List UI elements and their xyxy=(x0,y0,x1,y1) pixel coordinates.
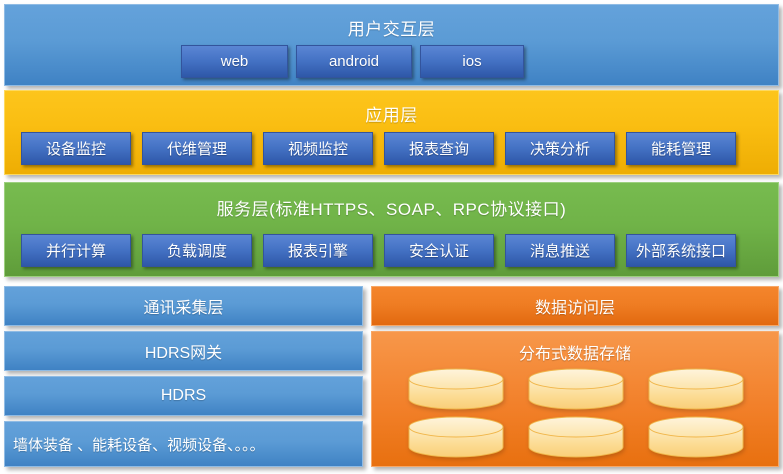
database-cylinder-group xyxy=(648,368,744,460)
node-message-push[interactable]: 消息推送 xyxy=(505,234,615,267)
database-cylinder-icon xyxy=(648,368,744,410)
node-report-query[interactable]: 报表查询 xyxy=(384,132,494,165)
database-cylinder-icon xyxy=(528,368,624,410)
layer-application: 应用层 设备监控 代维管理 视频监控 报表查询 决策分析 能耗管理 xyxy=(4,90,779,175)
node-load-scheduling[interactable]: 负载调度 xyxy=(142,234,252,267)
database-cylinder-icon xyxy=(648,416,744,458)
layer-service: 服务层(标准HTTPS、SOAP、RPC协议接口) 并行计算 负载调度 报表引擎… xyxy=(4,182,779,277)
node-external-system-interface[interactable]: 外部系统接口 xyxy=(626,234,736,267)
layer-user-interaction-title: 用户交互层 xyxy=(347,20,436,39)
bar-communication-collection-layer[interactable]: 通讯采集层 xyxy=(4,286,363,326)
layer-service-title: 服务层(标准HTTPS、SOAP、RPC协议接口) xyxy=(216,200,567,219)
node-web[interactable]: web xyxy=(181,45,288,78)
node-security-authentication[interactable]: 安全认证 xyxy=(384,234,494,267)
node-ios[interactable]: ios xyxy=(420,45,524,78)
bar-data-access-layer[interactable]: 数据访问层 xyxy=(371,286,779,326)
node-maintenance-management[interactable]: 代维管理 xyxy=(142,132,252,165)
bar-hdrs-gateway[interactable]: HDRS网关 xyxy=(4,331,363,371)
node-android[interactable]: android xyxy=(296,45,412,78)
node-video-monitoring[interactable]: 视频监控 xyxy=(263,132,373,165)
node-parallel-computing[interactable]: 并行计算 xyxy=(21,234,131,267)
database-cylinder-group xyxy=(408,368,504,460)
bar-hdrs[interactable]: HDRS xyxy=(4,376,363,416)
database-cylinder-group xyxy=(528,368,624,460)
node-device-monitoring[interactable]: 设备监控 xyxy=(21,132,131,165)
database-cylinder-icon xyxy=(408,416,504,458)
node-report-engine[interactable]: 报表引擎 xyxy=(263,234,373,267)
database-cylinder-icon xyxy=(408,368,504,410)
node-decision-analysis[interactable]: 决策分析 xyxy=(505,132,615,165)
layer-user-interaction: 用户交互层 web android ios xyxy=(4,4,779,86)
panel-distributed-data-storage: 分布式数据存储 xyxy=(371,331,779,467)
layer-application-title: 应用层 xyxy=(365,106,418,125)
bar-field-devices[interactable]: 墙体装备 、能耗设备、视频设备、。。。 xyxy=(4,421,363,467)
panel-distributed-data-storage-title: 分布式数据存储 xyxy=(518,346,631,363)
node-energy-management[interactable]: 能耗管理 xyxy=(626,132,736,165)
database-cylinder-icon xyxy=(528,416,624,458)
